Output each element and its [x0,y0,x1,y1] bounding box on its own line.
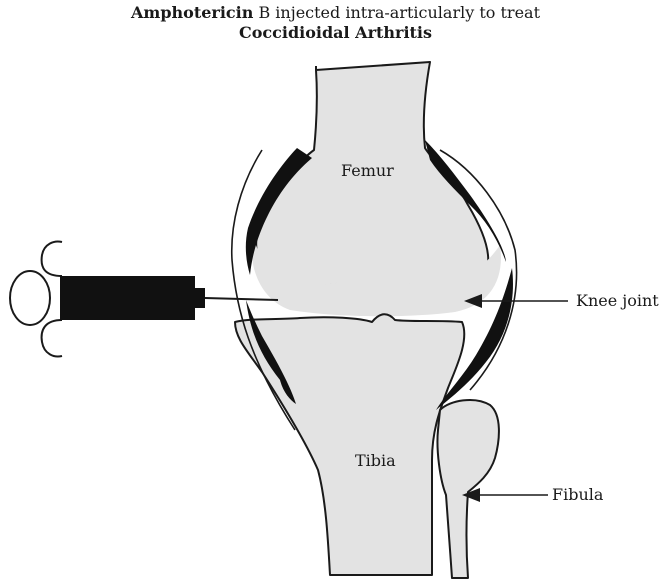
syringe-finger-grip-bottom [42,320,62,356]
tibia-label: Tibia [355,451,396,470]
syringe-needle [205,298,278,300]
syringe-finger-grip-top [42,242,62,276]
fibula-bone [437,400,498,578]
syringe-barrel [60,276,195,320]
femur-label: Femur [341,161,394,180]
syringe-plunger-thumb [10,271,50,325]
syringe [10,242,278,357]
syringe-tip [193,288,205,308]
knee-joint-label: Knee joint [576,291,659,310]
fibula-label: Fibula [552,485,604,504]
